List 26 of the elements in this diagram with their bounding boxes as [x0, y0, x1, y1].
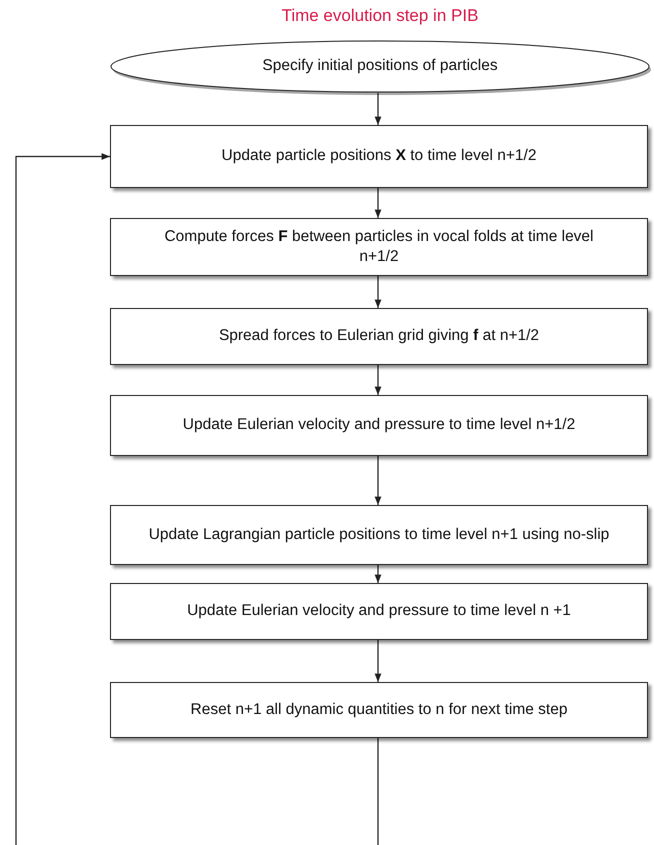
arrow [15, 153, 110, 845]
process-box [110, 682, 648, 738]
step-text: Reset n+1 all dynamic quantities to n for next time step [190, 700, 568, 720]
process-box [110, 308, 648, 365]
step-text: Update particle positions X to time level n+1/2 [222, 146, 536, 166]
arrow [374, 365, 382, 395]
arrow [374, 93, 382, 125]
step-text: Update Eulerian velocity and pressure to time level n+1/2 [182, 415, 576, 436]
start-terminal [110, 40, 650, 93]
arrow [374, 565, 382, 583]
arrow [374, 640, 382, 682]
arrow [374, 456, 382, 505]
process-box [110, 218, 648, 276]
step-text: Update Eulerian velocity and pressure to time level n +1 [187, 601, 571, 622]
connector-line [377, 738, 379, 845]
step-text: Compute forces F between particles in vocal folds at time level n+1/2 [163, 226, 595, 267]
process-box [110, 505, 648, 565]
process-box [110, 583, 648, 640]
step-text: Spread forces to Eulerian grid giving f at n+1/2 [218, 326, 540, 346]
process-box [110, 125, 648, 188]
arrow [374, 276, 382, 308]
process-box [110, 395, 648, 456]
diagram-title: Time evolution step in PIB [280, 6, 480, 26]
arrow [374, 188, 382, 218]
step-text: Specify initial positions of particles [262, 56, 498, 76]
step-text: Update Lagrangian particle positions to time level n+1 using no-slip [148, 524, 610, 545]
